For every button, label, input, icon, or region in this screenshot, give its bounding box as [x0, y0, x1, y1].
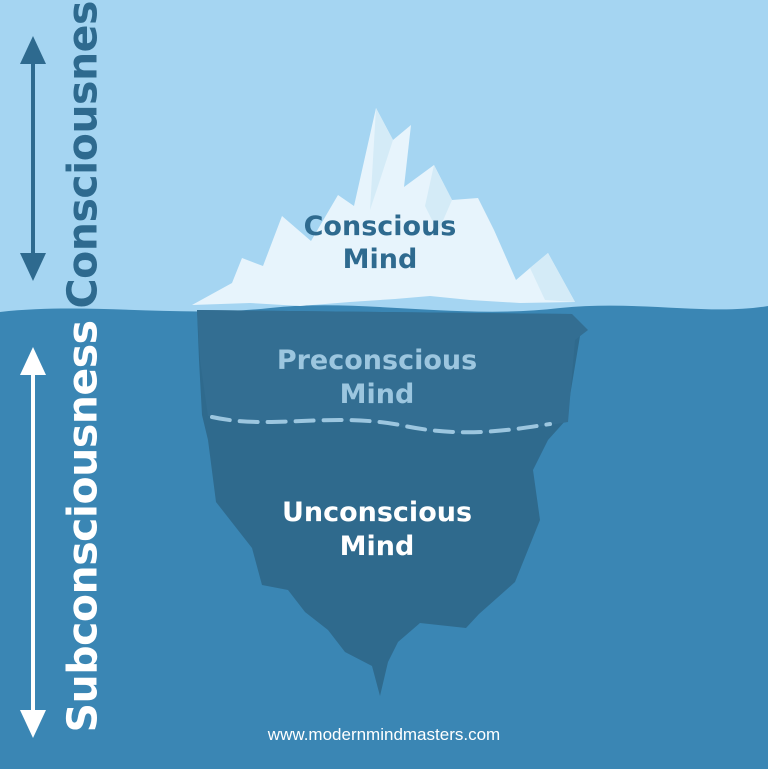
subconsciousness-axis-label: Subconsciousness — [58, 320, 107, 733]
preconscious-mind-label-line2: Mind — [340, 379, 415, 410]
conscious-mind-label-line2: Mind — [343, 244, 418, 275]
website-url: www.modernmindmasters.com — [267, 725, 501, 744]
preconscious-boundary-dashed-line — [210, 415, 552, 435]
iceberg-tip-facet — [370, 108, 393, 210]
conscious-mind-label-line1: Conscious — [304, 211, 457, 242]
iceberg-tip — [192, 108, 575, 306]
iceberg-preconscious-band — [197, 310, 588, 434]
preconscious-mind-label-line1: Preconscious — [277, 345, 477, 376]
unconscious-mind-label-line1: Unconscious — [282, 497, 472, 528]
iceberg-tip-facet — [425, 165, 452, 232]
consciousness-axis-label: Consciousness — [58, 0, 107, 309]
consciousness-arrow-icon — [20, 36, 46, 281]
subconsciousness-arrow-icon — [20, 347, 46, 738]
iceberg-tip-facet — [530, 253, 575, 302]
unconscious-mind-label-line2: Mind — [340, 531, 415, 562]
